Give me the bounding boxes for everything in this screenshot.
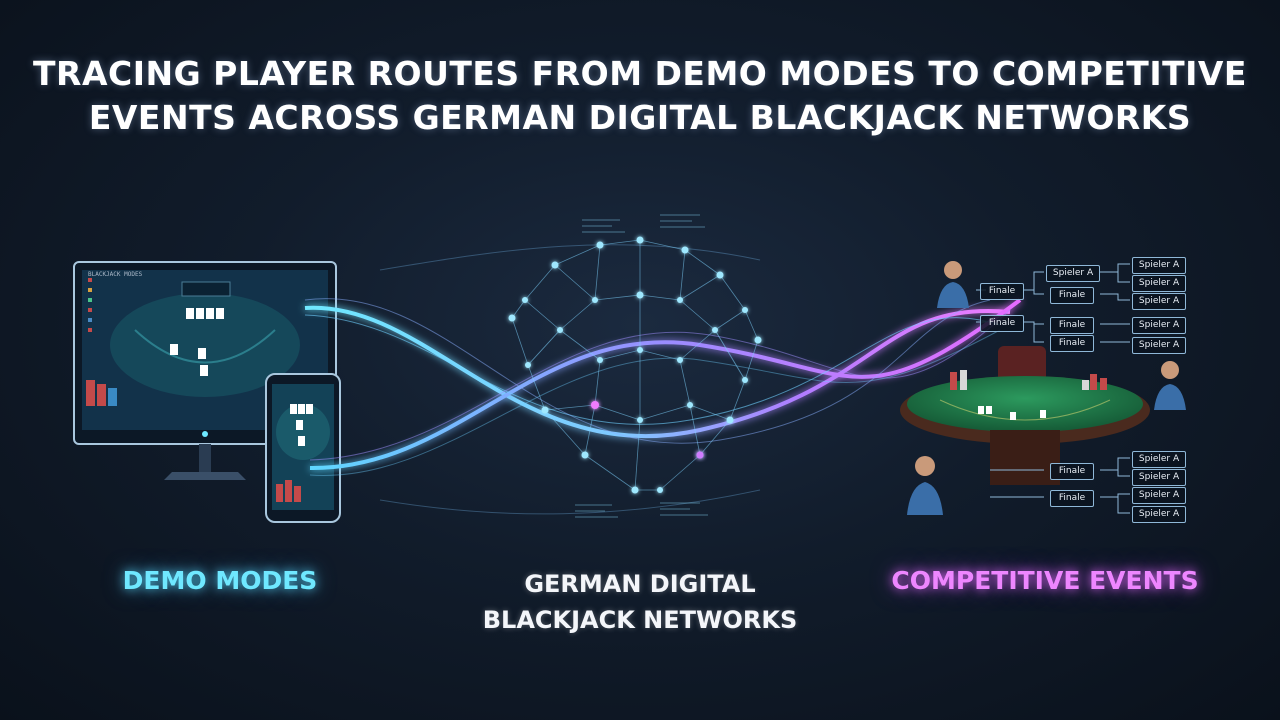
smartphone-icon <box>265 373 341 523</box>
page-title-line-2: EVENTS ACROSS GERMAN DIGITAL BLACKJACK N… <box>88 98 1192 137</box>
monitor-header: BLACKJACK MODES <box>88 271 143 278</box>
network-label-line-1: GERMAN DIGITAL <box>524 570 756 598</box>
bracket-player-5: Spieler A <box>1132 317 1186 334</box>
player-route-streams <box>304 244 1022 515</box>
bracket-player-10: Spieler A <box>1132 506 1186 523</box>
bracket-final-1: Finale <box>980 283 1024 300</box>
network-label-line-2: BLACKJACK NETWORKS <box>482 606 798 634</box>
player-avatar-icon <box>907 261 1186 515</box>
demo-modes-label: DEMO MODES <box>122 566 318 595</box>
bracket-player-7: Spieler A <box>1132 451 1186 468</box>
bracket-final-3: Finale <box>1050 287 1094 304</box>
bracket-player-3: Spieler A <box>1132 275 1186 292</box>
monitor-icon <box>73 261 337 480</box>
bracket-player-2: Spieler A <box>1132 257 1186 274</box>
bracket-final-2: Finale <box>980 315 1024 332</box>
bracket-final-4: Finale <box>1050 317 1094 334</box>
bracket-player-4: Spieler A <box>1132 293 1186 310</box>
page-title: TRACING PLAYER ROUTES FROM DEMO MODES TO… <box>0 52 1280 140</box>
page-title-line-1: TRACING PLAYER ROUTES FROM DEMO MODES TO… <box>33 54 1247 93</box>
network-graph-icon <box>508 214 762 518</box>
bracket-player-1: Spieler A <box>1046 265 1100 282</box>
tournament-bracket-lines <box>976 263 1130 514</box>
network-label: GERMAN DIGITAL BLACKJACK NETWORKS <box>440 566 840 638</box>
bracket-final-6: Finale <box>1050 463 1094 480</box>
blackjack-table-icon <box>900 346 1150 485</box>
bracket-player-8: Spieler A <box>1132 469 1186 486</box>
bracket-final-7: Finale <box>1050 490 1094 507</box>
bracket-player-6: Spieler A <box>1132 337 1186 354</box>
bracket-final-5: Finale <box>1050 335 1094 352</box>
competitive-events-label: COMPETITIVE EVENTS <box>891 566 1199 595</box>
bracket-player-9: Spieler A <box>1132 487 1186 504</box>
